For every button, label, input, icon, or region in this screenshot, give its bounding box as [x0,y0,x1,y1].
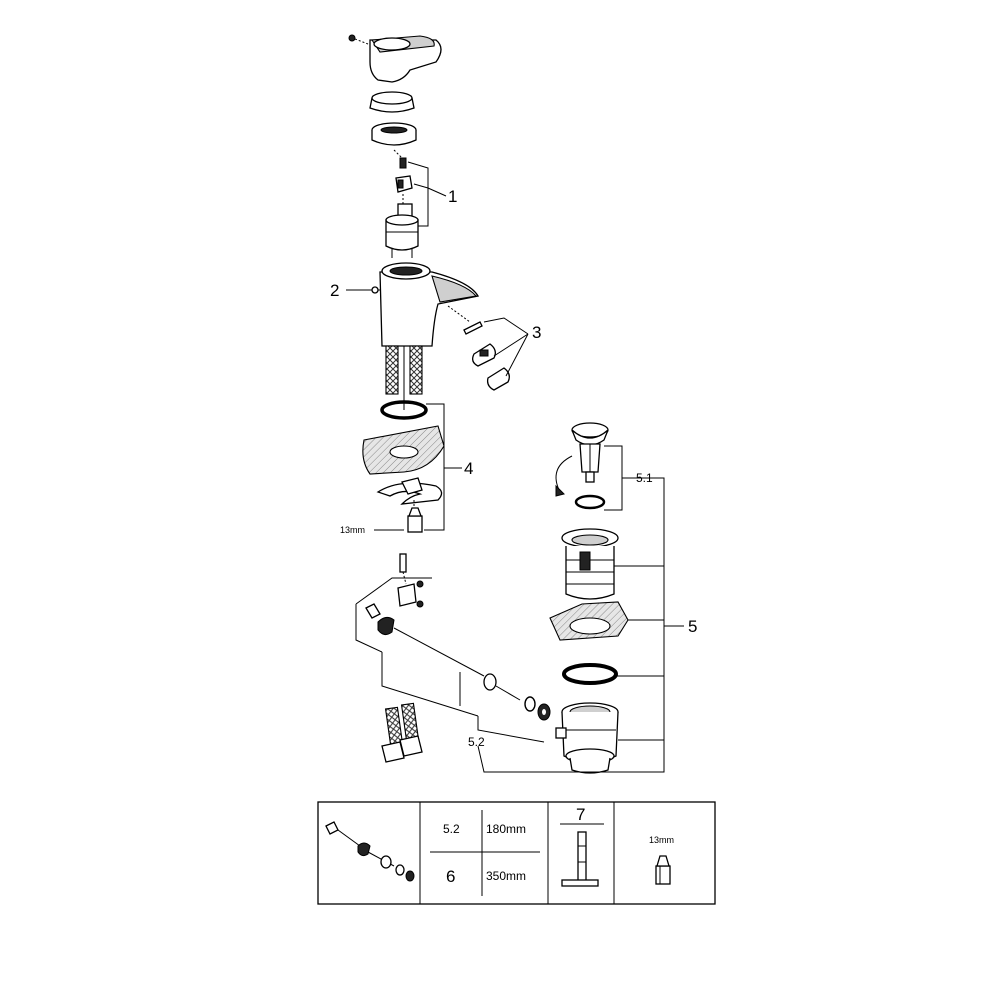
table-hose-length: 350mm [486,869,526,883]
callout-4-bracket [424,403,445,531]
callout-52: 5.2 [468,735,485,749]
callout-3: 3 [532,323,541,342]
mounting-set [362,400,445,533]
aerator-group [447,305,510,391]
drain-gasket [562,663,618,685]
supply-hoses [381,702,423,763]
table-rod-label: 5.2 [443,822,460,836]
table-rod-length: 180mm [486,822,526,836]
callout-5-frame [477,477,665,773]
table-rod-illustration [325,821,415,882]
table-hose-label: 6 [446,867,455,886]
callout-2: 2 [330,281,339,300]
callout-4: 4 [464,459,473,478]
cover-cap [369,91,415,113]
callout-52-frame [355,577,479,717]
cartridge-group [385,149,419,258]
wrench-size-label: 13mm [340,525,365,535]
callout-3-leader [483,317,529,377]
table-tool-label: 7 [576,805,585,824]
lever-handle [369,35,442,83]
table-tool-illustration [561,831,599,887]
drain-body [555,702,619,774]
popup-plug [555,422,609,510]
spare-parts-table [317,801,716,905]
callout-52-leader [477,716,545,743]
callout-5-leaders [614,565,664,741]
basin-section [549,601,629,641]
callout-1-leader [407,161,447,227]
grub-screw [348,34,369,45]
faucet-body [371,262,480,410]
drain-flange [561,528,619,600]
threaded-ring [371,122,417,146]
table-wrench-size: 13mm [649,835,674,845]
popup-rod-assembly [365,553,551,721]
callout-1: 1 [448,187,457,206]
table-nut-illustration [655,855,671,885]
callout-5: 5 [688,617,697,636]
